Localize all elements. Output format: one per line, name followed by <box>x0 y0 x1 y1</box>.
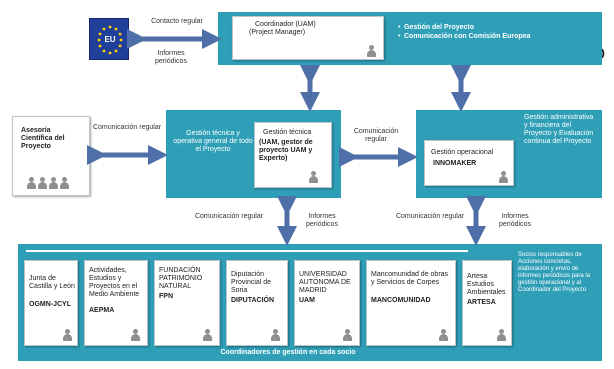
coordinator-subtitle: (Project Manager) <box>249 29 306 36</box>
partner-card-7: Artesa Estudios Ambientales ARTESA <box>462 260 512 346</box>
person-icon <box>367 45 376 57</box>
eu-flag-label: EU <box>104 35 116 44</box>
partner-abbr: ARTESA <box>467 299 496 306</box>
partner-abbr: AEPMA <box>89 307 115 314</box>
left-link-label-2: Informes periódicos <box>306 213 338 228</box>
partner-name: Actividades, Estudios y Proyectos en el … <box>89 267 140 298</box>
advisory-title: Asesoría Científica del Proyecto <box>21 127 65 150</box>
admin-card: Gestión operacional INNOMAKER <box>424 140 514 186</box>
partner-card-6: Mancomunidad de obras y Servicios de Cor… <box>366 260 456 346</box>
partners-panel: Junta de Castilla y León OGMN-JCYL Activ… <box>18 244 602 361</box>
technical-card-body: (UAM, gestor de proyecto UAM y Experto) <box>259 139 313 162</box>
technical-side-text: Gestión técnica y operativa general de t… <box>173 130 253 153</box>
person-icon <box>49 177 58 189</box>
partner-name: Artesa Estudios Ambientales <box>467 273 506 296</box>
partner-card-2: Actividades, Estudios y Proyectos en el … <box>84 260 148 346</box>
eu-stars-icon <box>97 25 123 55</box>
partner-card-4: Diputación Provincial de Soria DIPUTACIÓ… <box>226 260 288 346</box>
admin-card-org: INNOMAKER <box>433 160 477 167</box>
bullet-dot-icon: • <box>398 24 401 31</box>
person-icon <box>60 177 69 189</box>
right-link-label-1: Comunicación regular <box>395 213 465 220</box>
technical-panel: Gestión técnica y operativa general de t… <box>166 110 341 198</box>
admin-side-text: Gestión administrativa y financiera del … <box>524 114 594 145</box>
person-icon <box>203 329 212 341</box>
coordinator-bullet-1: Gestión del Proyecto <box>404 24 475 31</box>
technical-card: Gestión técnica (UAM, gestor de proyecto… <box>254 122 332 188</box>
person-icon <box>309 171 318 183</box>
eu-flag-icon: EU <box>89 18 129 60</box>
middle-link-label: Comunicación regular <box>353 128 399 143</box>
coordinator-card: Coordinador (UAM) (Project Manager) <box>232 16 384 60</box>
coordinator-panel: Coordinador (UAM) (Project Manager) Gest… <box>218 12 602 65</box>
person-icon <box>27 177 36 189</box>
partner-abbr: OGMN-JCYL <box>29 301 71 308</box>
person-icon <box>131 329 140 341</box>
bullet-dot-icon: • <box>398 33 401 40</box>
person-icon <box>439 329 448 341</box>
admin-panel: Gestión operacional INNOMAKER Gestión ad… <box>416 110 602 198</box>
advisory-link-label: Comunicación regular <box>92 124 162 131</box>
eu-link-top-label: Contacto regular <box>151 18 203 25</box>
admin-card-title: Gestión operacional <box>431 149 494 156</box>
person-icon <box>63 329 72 341</box>
technical-card-title: Gestión técnica <box>263 129 312 136</box>
partner-name: Mancomunidad de obras y Servicios de Cor… <box>371 271 449 286</box>
partner-name: FUNDACIÓN PATRIMONIO NATURAL <box>159 267 203 290</box>
partner-abbr: MANCOMUNIDAD <box>371 297 431 304</box>
person-icon <box>499 171 508 183</box>
partner-name: Junta de Castilla y León <box>29 275 75 290</box>
partner-name: Diputación Provincial de Soria <box>231 271 272 294</box>
partner-abbr: FPN <box>159 293 173 300</box>
right-link-label-2: Informes periódicos <box>499 213 531 228</box>
person-icon <box>38 177 47 189</box>
partner-name: UNIVERSIDAD AUTÓNOMA DE MADRID <box>299 271 351 294</box>
eu-link-bottom-label: Informes periódicos <box>155 50 187 65</box>
partner-abbr: UAM <box>299 297 315 304</box>
partner-card-1: Junta de Castilla y León OGMN-JCYL <box>24 260 78 346</box>
coordinator-title: Coordinador (UAM) <box>255 21 316 28</box>
partner-card-3: FUNDACIÓN PATRIMONIO NATURAL FPN <box>154 260 220 346</box>
partner-card-5: UNIVERSIDAD AUTÓNOMA DE MADRID UAM <box>294 260 360 346</box>
advisory-card: Asesoría Científica del Proyecto <box>12 116 90 196</box>
partner-abbr: DIPUTACIÓN <box>231 297 275 304</box>
partners-caption: Coordinadores de gestión en cada socio <box>220 349 356 356</box>
partners-connector-line <box>26 250 468 252</box>
person-icon <box>271 329 280 341</box>
coordinator-bullet-2: Comunicación con Comisión Europea <box>404 33 531 40</box>
person-icon <box>343 329 352 341</box>
partners-note: Socios responsables de Acciones concreta… <box>518 252 591 293</box>
person-icon <box>497 329 506 341</box>
left-link-label-1: Comunicación regular <box>194 213 264 220</box>
